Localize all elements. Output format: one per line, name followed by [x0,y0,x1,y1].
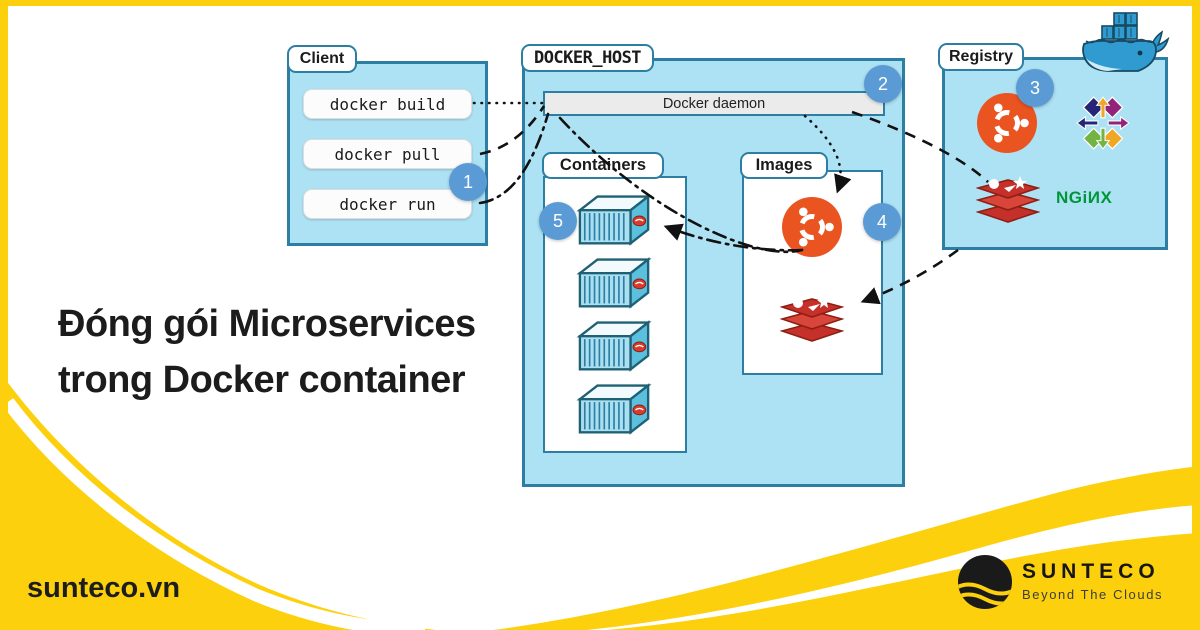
nginx-logo: NGiИX [1056,188,1112,208]
containers-label: Containers [542,152,664,179]
container-icon [576,251,654,309]
redis-registry-icon [976,172,1040,224]
docker-pull-text: docker pull [334,144,441,164]
badge-2-number: 2 [877,73,888,94]
step-badge-4: 4 [863,203,901,241]
container-icon [576,314,654,372]
images-label-text: Images [755,156,813,174]
website-url: sunteco.vn [27,572,181,604]
badge-4-number: 4 [876,211,887,232]
badge-5-number: 5 [552,210,563,231]
containers-label-text: Containers [559,156,647,174]
badge-1-number: 1 [462,171,473,192]
docker-host-label-text: DOCKER_HOST [533,48,642,68]
container-icon [576,188,654,246]
brand-name: SUNTECO [1022,560,1160,583]
client-label: Client [287,45,357,73]
docker-host-label: DOCKER_HOST [521,44,654,72]
docker-daemon-bar: Docker daemon [543,91,885,116]
page-title: Đóng gói Microservices trong Docker cont… [58,296,476,408]
docker-daemon-text: Docker daemon [662,95,766,112]
client-label-text: Client [299,50,345,67]
nginx-logo-text: NGiИX [1056,188,1113,207]
ubuntu-image-icon [782,197,842,257]
step-badge-1: 1 [449,163,487,201]
docker-build-text: docker build [329,94,446,114]
step-badge-3: 3 [1016,69,1054,107]
registry-label: Registry [938,43,1024,71]
redis-image-icon [780,291,844,343]
title-line-2: trong Docker container [58,359,466,401]
badge-3-number: 3 [1029,77,1040,98]
brand-tagline: Beyond The Clouds [1022,587,1164,602]
docker-whale-icon [1078,10,1170,80]
docker-run-text: docker run [339,194,436,214]
docker-build-command: docker build [303,89,472,119]
step-badge-5: 5 [539,202,577,240]
docker-run-command: docker run [303,189,472,219]
title-line-1: Đóng gói Microservices [58,303,476,345]
sunteco-logo-icon [956,552,1014,612]
registry-label-text: Registry [948,48,1014,65]
step-badge-2: 2 [864,65,902,103]
images-label: Images [740,152,828,179]
centos-icon [1075,95,1131,151]
docker-pull-command: docker pull [303,139,472,169]
brand-block: SUNTECO Beyond The Clouds [1022,560,1163,602]
container-icon [576,377,654,435]
